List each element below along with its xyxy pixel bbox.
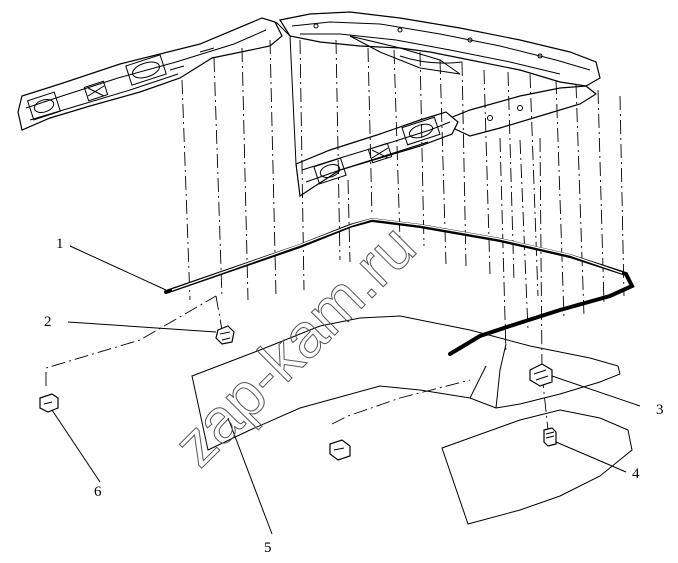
callout-4: 4 [632, 466, 640, 482]
seal-strip [164, 217, 635, 356]
callout-labels: 1 2 3 4 5 6 [44, 236, 664, 556]
headliner-panel [191, 315, 621, 451]
watermark-text: zap-kam.ru [161, 212, 429, 480]
callout-3: 3 [656, 402, 664, 418]
clip-part [215, 325, 235, 345]
roof-frame [17, 11, 601, 198]
callout-2: 2 [44, 314, 52, 330]
leader-lines [51, 245, 641, 535]
projection-lines [181, 39, 625, 369]
holder-part [529, 363, 553, 387]
callout-1: 1 [56, 236, 64, 252]
center-clip-part [329, 439, 351, 461]
bracket-part [39, 393, 59, 413]
lower-panel [441, 409, 633, 525]
callout-6: 6 [94, 484, 102, 500]
watermark: zap-kam.ru [161, 211, 430, 480]
callout-5: 5 [264, 540, 272, 556]
screw-part [543, 427, 557, 447]
